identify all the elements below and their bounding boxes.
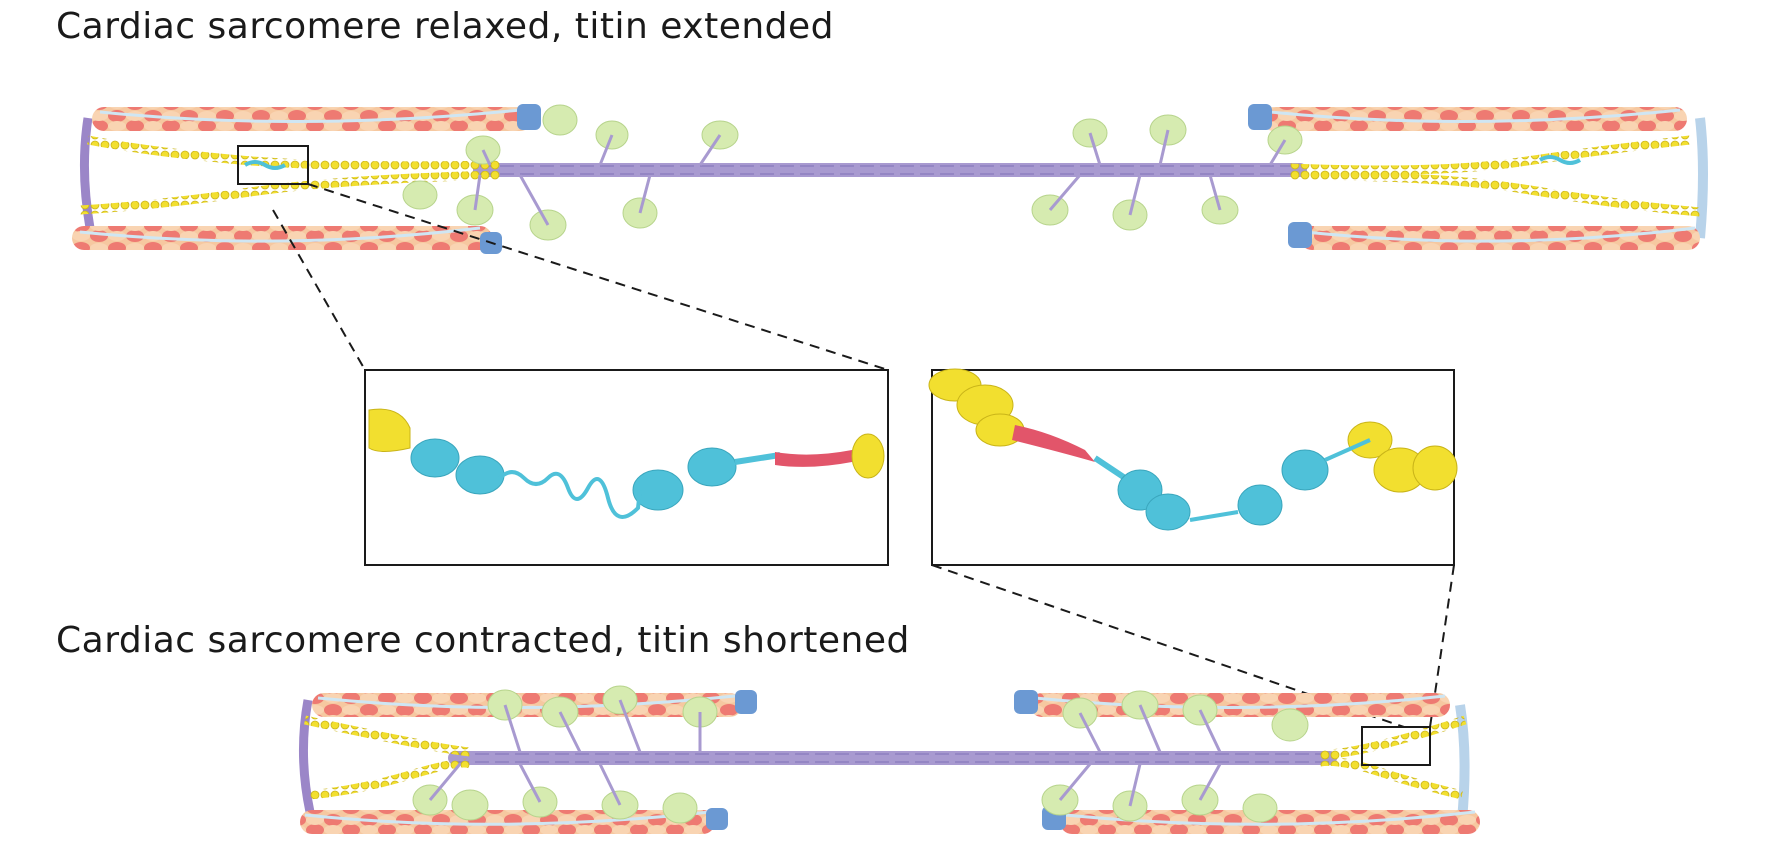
actin-filament bbox=[72, 226, 492, 250]
relaxed-sarcomere bbox=[72, 104, 1708, 254]
inset-titin-shortened bbox=[928, 368, 1458, 566]
myosin-heads bbox=[402, 104, 1303, 241]
titin-strand bbox=[1319, 757, 1464, 800]
titin-ig-domain bbox=[851, 433, 885, 479]
actin-filament bbox=[1262, 107, 1687, 131]
titin-ig-domain bbox=[455, 455, 505, 495]
zoom-region-contracted bbox=[1361, 726, 1431, 766]
tropomodulin-cap bbox=[517, 104, 541, 130]
titin-strand bbox=[79, 170, 501, 215]
z-disc-right bbox=[1695, 117, 1708, 239]
tropomodulin-cap bbox=[735, 690, 757, 714]
titin-ig-domain bbox=[1281, 449, 1329, 491]
inset-titin-extended bbox=[364, 369, 889, 566]
relaxed-title: Cardiac sarcomere relaxed, titin extende… bbox=[56, 6, 835, 47]
contracted-title: Cardiac sarcomere contracted, titin shor… bbox=[56, 620, 910, 661]
titin-ig-domain bbox=[1237, 484, 1283, 526]
tropomodulin-cap bbox=[1014, 690, 1038, 714]
actin-filament bbox=[1060, 810, 1480, 834]
titin-ig-domain bbox=[632, 469, 684, 511]
titin-spring bbox=[1538, 155, 1582, 165]
titin-strand bbox=[304, 715, 471, 757]
actin-filament bbox=[1300, 226, 1700, 250]
tropomodulin-cap bbox=[1288, 222, 1312, 248]
titin-pevk-segment bbox=[775, 450, 852, 467]
titin-ig-domain bbox=[1145, 493, 1191, 531]
zoom-region-relaxed bbox=[237, 145, 309, 185]
titin-strand bbox=[309, 758, 472, 800]
titin-ig-domain bbox=[1412, 445, 1458, 491]
actin-filament bbox=[300, 810, 715, 834]
titin-spring bbox=[243, 160, 287, 170]
actin-filament bbox=[92, 107, 532, 131]
titin-ig-domain bbox=[687, 447, 737, 487]
titin-pevk-segment bbox=[1012, 425, 1095, 462]
z-disc-left bbox=[79, 117, 95, 229]
titin-ig-domain bbox=[368, 408, 411, 452]
z-disc-right bbox=[1455, 704, 1470, 821]
titin-strand bbox=[1289, 135, 1691, 175]
tropomodulin-cap bbox=[706, 808, 728, 830]
tropomodulin-cap bbox=[1248, 104, 1272, 130]
actin-filament bbox=[312, 693, 742, 717]
titin-ig-domain bbox=[410, 438, 460, 478]
z-disc-left bbox=[298, 699, 315, 813]
titin-strand bbox=[1289, 171, 1701, 217]
titin-strand bbox=[87, 135, 501, 171]
titin-unfolded-spring bbox=[498, 470, 642, 519]
contracted-sarcomere bbox=[298, 685, 1480, 834]
titin-strand bbox=[1319, 715, 1467, 759]
